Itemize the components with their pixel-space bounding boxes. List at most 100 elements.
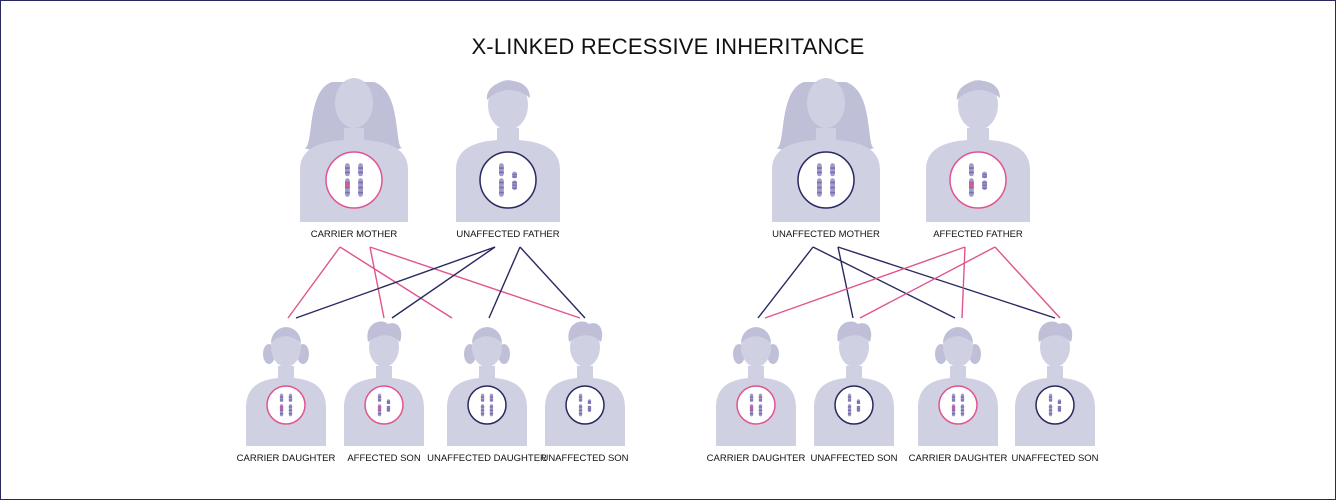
chromosome bbox=[480, 393, 485, 417]
chromosome-arm bbox=[499, 163, 504, 177]
chromosome-band bbox=[758, 399, 763, 401]
curly-hair bbox=[1038, 321, 1073, 342]
chromosome-band bbox=[499, 191, 504, 194]
right-mother-figure bbox=[772, 78, 880, 222]
inheritance-lines bbox=[287, 246, 1061, 319]
chromosome-band bbox=[489, 409, 494, 412]
chromosome-band bbox=[856, 402, 861, 404]
chromosome-band bbox=[489, 406, 494, 408]
hair bbox=[486, 80, 530, 100]
chromosome-band bbox=[587, 402, 592, 404]
curly-hair bbox=[367, 321, 402, 342]
head bbox=[335, 78, 373, 128]
head bbox=[807, 78, 845, 128]
chromosome-band bbox=[288, 412, 293, 415]
chromosome-band bbox=[951, 409, 956, 412]
chromosome-band bbox=[1057, 409, 1062, 412]
chromosome-band bbox=[960, 409, 965, 412]
right-father-label: AFFECTED FATHER bbox=[933, 229, 1023, 240]
chromosome-circle bbox=[736, 385, 776, 425]
right-child-2-figure bbox=[814, 321, 894, 446]
chromosome-band bbox=[1048, 406, 1053, 408]
mutation-band bbox=[345, 182, 350, 187]
chromosome-band bbox=[499, 171, 504, 174]
chromosome-band bbox=[377, 409, 382, 412]
chromosome bbox=[386, 399, 391, 412]
chromosome-band bbox=[1057, 400, 1062, 403]
chromosome-arm bbox=[817, 163, 822, 177]
chromosome-band bbox=[847, 396, 852, 398]
chromosome-band bbox=[1048, 399, 1053, 401]
chromosome bbox=[512, 171, 517, 191]
chromosome-band bbox=[578, 396, 583, 398]
head bbox=[839, 327, 869, 367]
chromosome-band bbox=[288, 396, 293, 398]
chromosome-arm bbox=[951, 393, 956, 403]
chromosome-band bbox=[951, 396, 956, 398]
chromosome-band bbox=[345, 191, 350, 194]
chromosome-arm bbox=[377, 393, 382, 403]
chromosome-band bbox=[969, 191, 974, 194]
chromosome-band bbox=[587, 409, 592, 412]
chromosome-band bbox=[856, 409, 861, 412]
chromosome-band bbox=[386, 400, 391, 403]
hair bbox=[472, 327, 502, 343]
right-father-figure bbox=[926, 80, 1030, 222]
chromosome-arm bbox=[758, 393, 763, 403]
chromosome-band bbox=[279, 412, 284, 415]
chromosome-circle bbox=[325, 151, 383, 209]
chromosome-band bbox=[960, 399, 965, 401]
chromosome-band bbox=[1057, 406, 1062, 408]
chromosome-band bbox=[377, 396, 382, 398]
chromosome-band bbox=[749, 396, 754, 398]
chromosome-band bbox=[830, 181, 835, 184]
chromosome-band bbox=[480, 409, 485, 412]
left-child-4-figure bbox=[545, 321, 625, 446]
hair bbox=[271, 327, 301, 343]
chromosome-circle bbox=[565, 385, 605, 425]
chromosome-band bbox=[817, 167, 822, 169]
chromosome-band bbox=[358, 191, 363, 194]
chromosome-band bbox=[499, 167, 504, 169]
chromosome-band bbox=[1057, 402, 1062, 404]
chromosome bbox=[969, 163, 974, 197]
chromosome-band bbox=[830, 191, 835, 194]
head bbox=[1040, 327, 1070, 367]
chromosome-arm bbox=[489, 393, 494, 403]
chromosome-band bbox=[489, 396, 494, 398]
chromosome-band bbox=[386, 408, 391, 410]
chromosome-arm bbox=[345, 163, 350, 177]
chromosome-band bbox=[288, 406, 293, 408]
chromosome-band bbox=[377, 399, 382, 401]
chromosome bbox=[578, 393, 583, 417]
right-child-1-figure bbox=[716, 327, 796, 446]
chromosome-arm bbox=[578, 393, 583, 403]
chromosome-band bbox=[847, 409, 852, 412]
chromosome bbox=[982, 171, 987, 191]
right-child-3-label: CARRIER DAUGHTER bbox=[908, 453, 1008, 464]
chromosome-circle bbox=[949, 151, 1007, 209]
inheritance-line bbox=[757, 246, 814, 319]
inheritance-line bbox=[812, 246, 956, 319]
hair bbox=[943, 327, 973, 343]
hair bbox=[741, 327, 771, 343]
chromosome bbox=[960, 393, 965, 417]
inheritance-line bbox=[287, 246, 341, 319]
inheritance-line bbox=[764, 246, 966, 319]
chromosome-band bbox=[969, 186, 974, 189]
chromosome-circle bbox=[797, 151, 855, 209]
chromosome-band bbox=[758, 409, 763, 412]
chromosome-circle bbox=[479, 151, 537, 209]
chromosome bbox=[847, 393, 852, 417]
chromosome-band bbox=[358, 167, 363, 169]
chromosome-band bbox=[279, 399, 284, 401]
right-child-4-figure bbox=[1015, 321, 1095, 446]
chromosome-band bbox=[386, 409, 391, 412]
inheritance-line bbox=[369, 246, 581, 319]
chromosome-band bbox=[480, 412, 485, 415]
right-mother-label: UNAFFECTED MOTHER bbox=[772, 229, 880, 240]
inheritance-line bbox=[994, 246, 1061, 319]
chromosome-band bbox=[358, 186, 363, 189]
chromosome-ring bbox=[565, 385, 605, 425]
